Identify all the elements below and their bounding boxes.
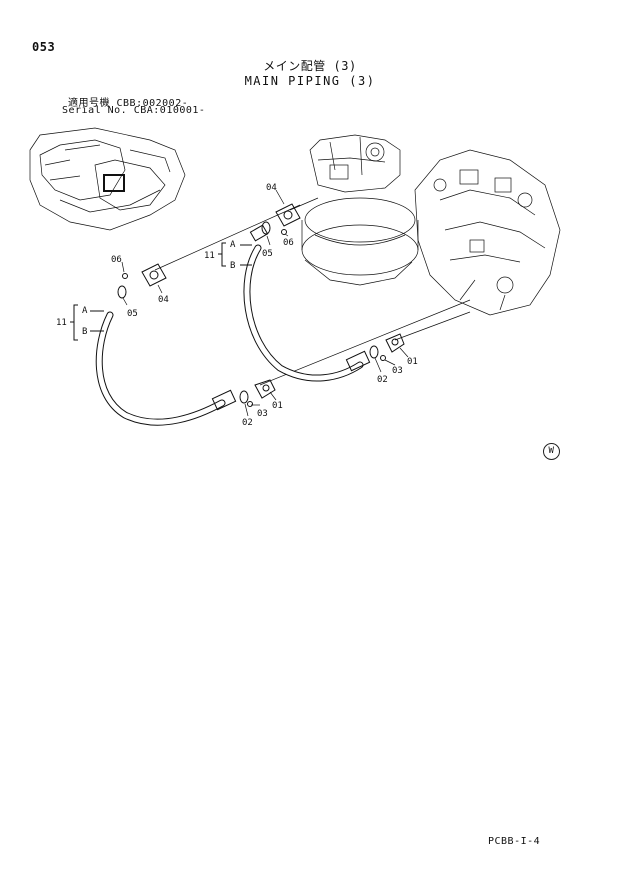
callout-03-upper: 03 <box>392 366 403 376</box>
bracket-lower <box>70 304 104 341</box>
callout-06-upper: 06 <box>283 238 294 248</box>
callout-06-left: 06 <box>111 255 122 265</box>
callout-a-upper: A <box>230 240 236 250</box>
title-japanese: メイン配管 (3) <box>263 59 357 73</box>
hose-assembly-upper <box>243 244 405 382</box>
callout-03-lower: 03 <box>257 409 268 419</box>
callout-b-upper: B <box>230 261 235 271</box>
bracket-upper <box>218 242 252 267</box>
callout-leaders <box>121 189 409 417</box>
callout-11-upper: 11 <box>204 251 215 261</box>
footer-code: PCBB-I-4 <box>488 836 541 847</box>
flange-group-upper <box>249 203 301 242</box>
callout-02-lower: 02 <box>242 418 253 428</box>
pump-valve-illustration <box>414 149 561 316</box>
callout-a-lower: A <box>82 306 88 316</box>
callout-05-upper: 05 <box>262 249 273 259</box>
callout-b-lower: B <box>82 327 87 337</box>
callout-11-lower: 11 <box>56 318 67 328</box>
excavator-overview-illustration <box>29 127 186 231</box>
serial-number-line: Serial No. CBA:010001- <box>62 105 206 116</box>
title-english: MAIN PIPING (3) <box>244 74 376 88</box>
flange-group-left <box>117 263 167 299</box>
serial-applicable-line: 適用号機 CBB:002002- <box>68 98 189 109</box>
callout-02-upper: 02 <box>377 375 388 385</box>
circled-w-mark: W <box>543 443 560 460</box>
callout-05-left: 05 <box>127 309 138 319</box>
hose-assembly-lower <box>95 311 276 426</box>
callout-04-left: 04 <box>158 295 169 305</box>
callout-01-lower: 01 <box>272 401 283 411</box>
leader-lines <box>154 197 471 386</box>
page-number: 053 <box>32 40 56 54</box>
swing-motor-illustration <box>301 134 419 286</box>
callout-04-upper: 04 <box>266 183 277 193</box>
callout-01-upper: 01 <box>407 357 418 367</box>
